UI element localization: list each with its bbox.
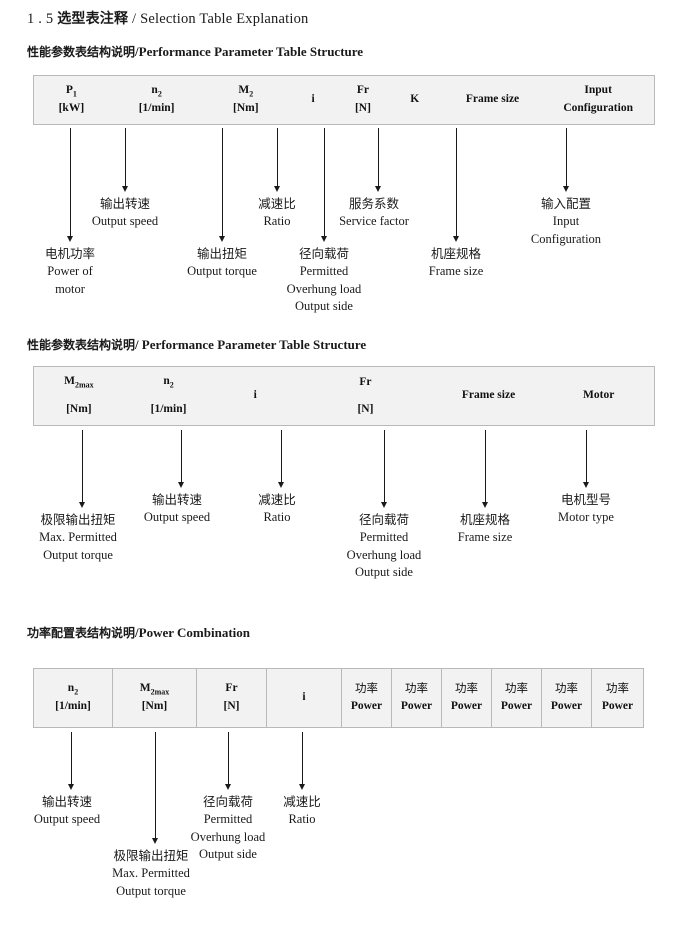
- page-title-separator: /: [132, 11, 137, 27]
- table2-col-motor: Motor: [583, 389, 615, 402]
- table1-col-input-configuration: Input Configuration: [563, 84, 633, 114]
- annotation-output-speed-2: 输出转速 Output speed: [143, 492, 211, 524]
- table1-col-n2: n2 [1/min]: [138, 83, 175, 115]
- arrow-to-service-factor: [374, 128, 383, 192]
- annotation-permitted-overhung-load-2: 径向载荷 Permitted Overhung load Output side: [346, 512, 422, 580]
- annotation-service-factor: 服务系数 Service factor: [339, 196, 409, 228]
- annotation-output-speed: 输出转速 Output speed: [91, 196, 159, 228]
- table2-col-m2max: M2max [Nm]: [64, 375, 94, 415]
- table3-col-power-1: 功率 Power: [341, 669, 391, 727]
- performance-parameter-table-1: P1 [kW] n2 [1/min] M2 [Nm] i Fr [N] K Fr…: [33, 75, 655, 125]
- annotation-permitted-overhung-load: 径向载荷 Permitted Overhung load Output side: [286, 246, 362, 314]
- arrow-to-input-configuration: [562, 128, 571, 192]
- table3-col-i: i: [266, 669, 341, 727]
- annotation-max-permitted-output-torque-3: 极限输出扭矩 Max. Permitted Output torque: [112, 848, 190, 898]
- table3-col-m2max: M2max [Nm]: [112, 669, 196, 727]
- table1-col-fr: Fr [N]: [354, 84, 371, 114]
- section-1-heading-chinese: 性能参数表结构说明: [27, 45, 136, 59]
- arrow-to-permitted-overhung-load: [320, 128, 329, 242]
- page-title-english: Selection Table Explanation: [140, 11, 309, 27]
- arrow-to-output-speed: [121, 128, 130, 192]
- section-3-heading: 功率配置表结构说明/Power Combination: [27, 624, 250, 641]
- section-3-heading-chinese: 功率配置表结构说明: [27, 626, 136, 640]
- page-title-chinese: 选型表注释: [57, 11, 129, 27]
- annotation-max-permitted-output-torque: 极限输出扭矩 Max. Permitted Output torque: [39, 512, 117, 562]
- table3-col-power-2: 功率 Power: [391, 669, 441, 727]
- table1-col-p1: P1 [kW]: [58, 83, 85, 115]
- arrow-to-ratio-3: [298, 732, 307, 790]
- section-1-heading: 性能参数表结构说明/Performance Parameter Table St…: [27, 43, 363, 60]
- section-2-heading-separator: /: [135, 337, 139, 352]
- table3-col-n2: n2 [1/min]: [55, 681, 91, 713]
- annotation-input-configuration: 输入配置 Input Configuration: [530, 196, 602, 246]
- section-2-heading-english: Performance Parameter Table Structure: [141, 337, 367, 352]
- section-1-heading-english: Performance Parameter Table Structure: [138, 44, 364, 59]
- annotation-ratio-3: 减速比 Ratio: [283, 794, 321, 826]
- table2-col-i: i: [253, 389, 257, 402]
- section-2-heading-chinese: 性能参数表结构说明: [27, 338, 136, 352]
- arrow-to-motor-type: [582, 430, 591, 488]
- annotation-ratio: 减速比 Ratio: [258, 196, 296, 228]
- section-1-heading-separator: /: [135, 44, 139, 59]
- table3-col-power-4: 功率 Power: [491, 669, 541, 727]
- table1-col-m2: M2 [Nm]: [233, 83, 259, 115]
- annotation-output-torque: 输出扭矩 Output torque: [187, 246, 257, 278]
- table2-col-frame-size: Frame size: [461, 389, 516, 402]
- section-3-heading-english: Power Combination: [138, 625, 250, 640]
- section-2-heading: 性能参数表结构说明/ Performance Parameter Table S…: [27, 336, 366, 353]
- arrow-to-output-torque: [218, 128, 227, 242]
- annotation-frame-size: 机座规格 Frame size: [428, 246, 484, 278]
- table1-col-k: K: [410, 93, 420, 106]
- annotation-power-of-motor: 电机功率 Power of motor: [44, 246, 95, 296]
- table2-col-fr: Fr [N]: [357, 375, 374, 415]
- table1-col-i: i: [311, 93, 315, 106]
- page-title: 1 . 5 选型表注释 / Selection Table Explanatio…: [27, 8, 309, 28]
- annotation-motor-type: 电机型号 Motor type: [558, 492, 614, 524]
- table3-col-power-5: 功率 Power: [541, 669, 591, 727]
- arrow-to-ratio: [273, 128, 282, 192]
- arrow-to-max-permitted-output-torque-3: [151, 732, 160, 844]
- page-title-number: 1 . 5: [27, 11, 54, 27]
- arrow-to-frame-size: [452, 128, 461, 242]
- table3-col-power-6: 功率 Power: [591, 669, 643, 727]
- arrow-to-output-speed-3: [67, 732, 76, 790]
- annotation-frame-size-2: 机座规格 Frame size: [457, 512, 513, 544]
- arrow-to-permitted-overhung-load-3: [224, 732, 233, 790]
- arrow-to-power-of-motor: [66, 128, 75, 242]
- annotation-output-speed-3: 输出转速 Output speed: [33, 794, 101, 826]
- table3-col-power-3: 功率 Power: [441, 669, 491, 727]
- annotation-ratio-2: 减速比 Ratio: [258, 492, 296, 524]
- annotation-permitted-overhung-load-3: 径向载荷 Permitted Overhung load Output side: [190, 794, 266, 862]
- performance-parameter-table-2: M2max [Nm] n2 [1/min] i Fr [N] Frame siz…: [33, 366, 655, 426]
- table1-col-frame-size: Frame size: [465, 93, 520, 106]
- table2-col-n2: n2 [1/min]: [150, 375, 187, 415]
- arrow-to-frame-size-2: [481, 430, 490, 508]
- section-3-heading-separator: /: [135, 625, 139, 640]
- arrow-to-permitted-overhung-load-2: [380, 430, 389, 508]
- table3-col-fr: Fr [N]: [196, 669, 266, 727]
- power-combination-table: n2 [1/min] M2max [Nm] Fr [N] i 功率 Power …: [33, 668, 644, 728]
- arrow-to-ratio-2: [277, 430, 286, 488]
- arrow-to-max-permitted-output-torque: [78, 430, 87, 508]
- arrow-to-output-speed-2: [177, 430, 186, 488]
